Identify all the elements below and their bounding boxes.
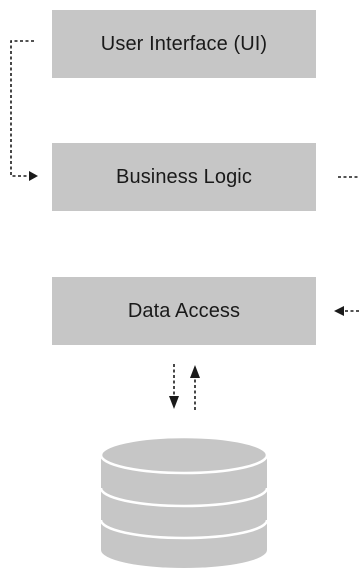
- ui-to-business-logic-arrow: [10, 40, 34, 177]
- data-access-layer-label: Data Access: [127, 299, 241, 322]
- business-logic-layer-box: Business Logic: [52, 143, 316, 211]
- data-access-to-database-arrowhead: [169, 396, 179, 409]
- data-access-layer-box: Data Access: [52, 277, 316, 345]
- data-access-inbound-arrowhead: [334, 306, 344, 316]
- ui-to-business-logic-arrowhead: [29, 171, 38, 181]
- database-cylinder-icon: [99, 435, 269, 568]
- ui-layer-box: User Interface (UI): [52, 10, 316, 78]
- ui-layer-label: User Interface (UI): [100, 32, 268, 55]
- database-to-data-access-arrowhead: [190, 365, 200, 378]
- business-logic-layer-label: Business Logic: [116, 165, 252, 188]
